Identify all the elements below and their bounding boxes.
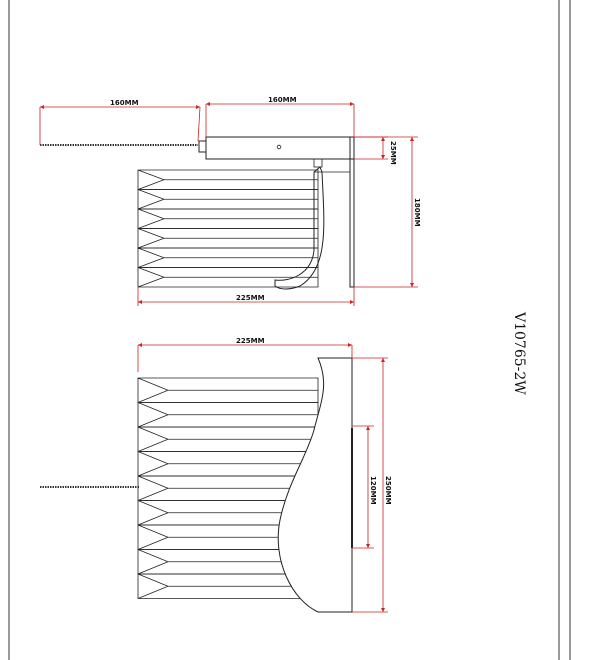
dim-bracket-label: 160MM [268,96,297,104]
crystal-row [137,169,319,190]
side-view: 160MM 160MM 25MM 180MM 225MM [39,96,421,306]
dim-front-height-label: 250MM [384,476,392,505]
crystal-row [137,228,319,249]
crystal-row [137,208,319,229]
front-view: 225MM 120MM 250MM [40,337,392,613]
crystal-row [137,377,319,403]
back-support [274,166,325,290]
side-dimensions [39,102,418,306]
dim-width-label: 225MM [236,294,265,302]
front-dimensions [137,343,388,613]
crystal-row [137,426,319,452]
crystal-rows [137,377,319,599]
crystal-rows [137,169,319,288]
dim-front-width-label: 225MM [236,337,265,345]
crystal-row [137,247,319,268]
crystal-row [137,267,319,288]
page-frame [8,0,571,660]
model-code: V10765-2W [511,311,527,395]
wavy-back-plate [277,357,353,613]
crystal-row [137,402,319,428]
dim-cord-label: 160MM [110,99,139,107]
wall-plate [349,136,355,288]
dim-plate-label: 25MM [389,141,397,165]
dim-inner-label: 120MM [369,476,377,505]
crystal-row [137,451,319,477]
dim-height-label: 180MM [413,198,421,227]
crystal-row [137,189,319,210]
